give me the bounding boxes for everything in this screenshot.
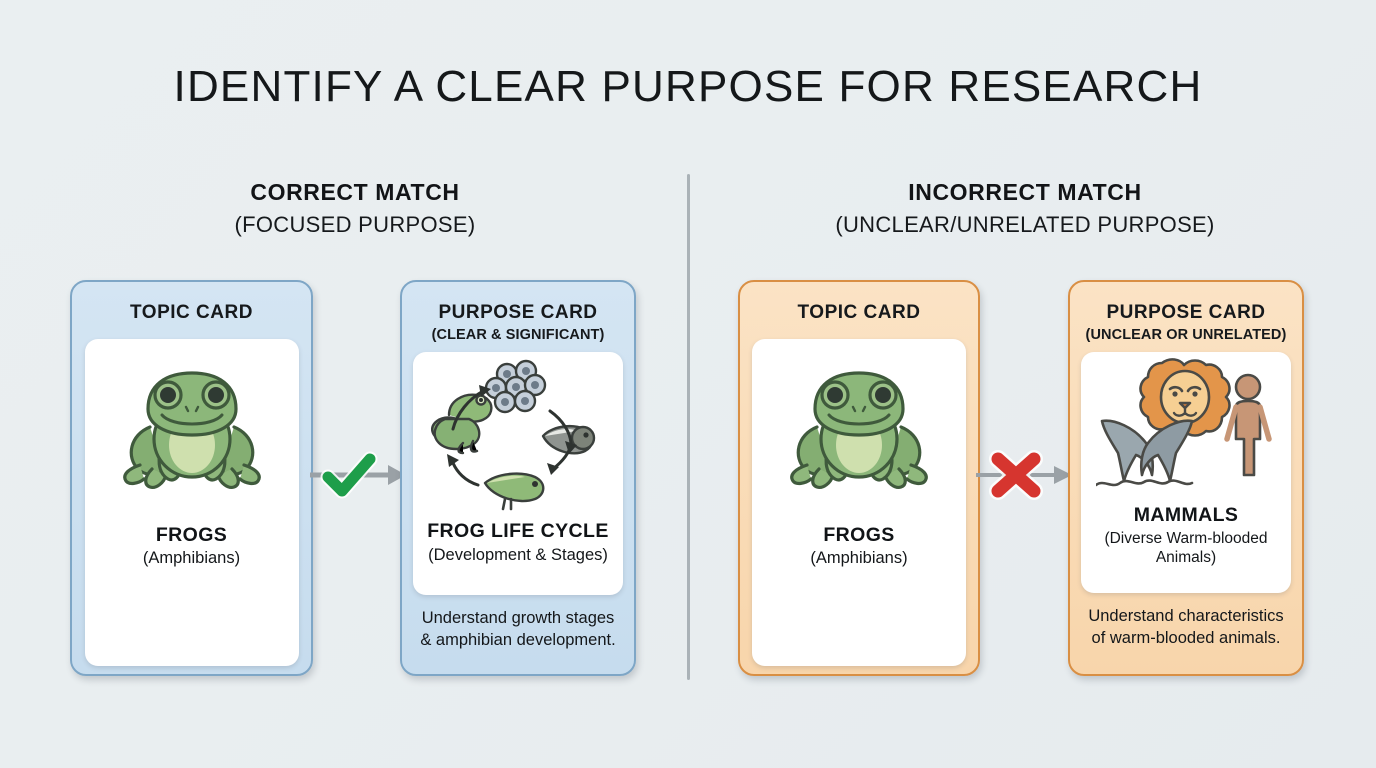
- card-label-sub: (Diverse Warm-blooded Animals): [1104, 529, 1268, 566]
- purpose-card-incorrect[interactable]: PURPOSE CARD (UNCLEAR OR UNRELATED): [1068, 280, 1304, 676]
- column-header-incorrect: INCORRECT MATCH (UNCLEAR/UNRELATED PURPO…: [760, 178, 1290, 239]
- column-heading-correct: CORRECT MATCH: [250, 179, 460, 205]
- eggs-stage: [484, 359, 547, 414]
- card-header: PURPOSE CARD (CLEAR & SIGNIFICANT): [402, 282, 634, 344]
- card-header-subtitle: (CLEAR & SIGNIFICANT): [431, 326, 605, 343]
- card-labels: FROGS (Amphibians): [85, 524, 299, 569]
- topic-card-correct[interactable]: TOPIC CARD: [70, 280, 313, 676]
- card-header: TOPIC CARD: [72, 282, 311, 325]
- column-subheading-correct: (FOCUSED PURPOSE): [234, 211, 476, 237]
- card-labels: MAMMALS (Diverse Warm-blooded Animals): [1081, 504, 1291, 567]
- card-label-sub: (Development & Stages): [428, 545, 608, 564]
- person-icon: [1224, 373, 1272, 477]
- card-inner-panel: FROGS (Amphibians): [752, 338, 966, 666]
- card-caption: Understand growth stages & amphibian dev…: [420, 609, 616, 650]
- card-label-main: MAMMALS: [1133, 504, 1239, 527]
- mammals-icon: [1081, 352, 1291, 504]
- connector-correct-match: [310, 445, 406, 505]
- froglet-stage: [483, 472, 545, 511]
- card-label-sub: (Amphibians): [142, 549, 241, 568]
- topic-card-incorrect[interactable]: TOPIC CARD: [738, 280, 980, 676]
- column-heading-incorrect: INCORRECT MATCH: [908, 179, 1142, 205]
- card-header-title: PURPOSE CARD: [1106, 302, 1266, 323]
- card-label-sub: (Amphibians): [810, 549, 908, 568]
- check-mark-icon: [320, 451, 378, 499]
- card-header-title: TOPIC CARD: [797, 302, 921, 323]
- connector-incorrect-match: [976, 445, 1072, 505]
- card-inner-panel: FROGS (Amphibians): [84, 338, 299, 666]
- card-labels: FROGS (Amphibians): [752, 524, 966, 569]
- column-subheading-incorrect: (UNCLEAR/UNRELATED PURPOSE): [835, 211, 1215, 237]
- card-caption: Understand characteristics of warm-blood…: [1088, 607, 1284, 648]
- card-label-main: FROG LIFE CYCLE: [427, 520, 609, 543]
- card-labels: FROG LIFE CYCLE (Development & Stages): [413, 520, 623, 565]
- card-label-main: FROGS: [823, 523, 895, 546]
- card-header-title: PURPOSE CARD: [438, 302, 598, 323]
- card-header: PURPOSE CARD (UNCLEAR OR UNRELATED): [1070, 282, 1302, 344]
- card-header: TOPIC CARD: [740, 282, 978, 325]
- card-label-main: FROGS: [155, 523, 228, 546]
- card-inner-panel: FROG LIFE CYCLE (Development & Stages): [413, 352, 623, 596]
- frog-icon: [752, 339, 966, 524]
- column-header-correct: CORRECT MATCH (FOCUSED PURPOSE): [95, 178, 615, 239]
- purpose-card-correct[interactable]: PURPOSE CARD (CLEAR & SIGNIFICANT): [400, 280, 636, 676]
- column-divider: [687, 174, 690, 680]
- card-header-subtitle: (UNCLEAR OR UNRELATED): [1085, 326, 1287, 343]
- card-inner-panel: MAMMALS (Diverse Warm-blooded Animals): [1081, 352, 1291, 594]
- lion-icon: [1139, 358, 1231, 437]
- page-title: IDENTIFY A CLEAR PURPOSE FOR RESEARCH: [173, 62, 1203, 111]
- card-header-title: TOPIC CARD: [130, 302, 253, 323]
- adult-frog-stage: [431, 393, 493, 455]
- frog-life-cycle-icon: [413, 352, 623, 520]
- tadpole-stage: [541, 425, 596, 455]
- whale-tail-icon: [1096, 419, 1194, 487]
- frog-icon: [85, 339, 299, 524]
- cross-mark-icon: [989, 450, 1043, 500]
